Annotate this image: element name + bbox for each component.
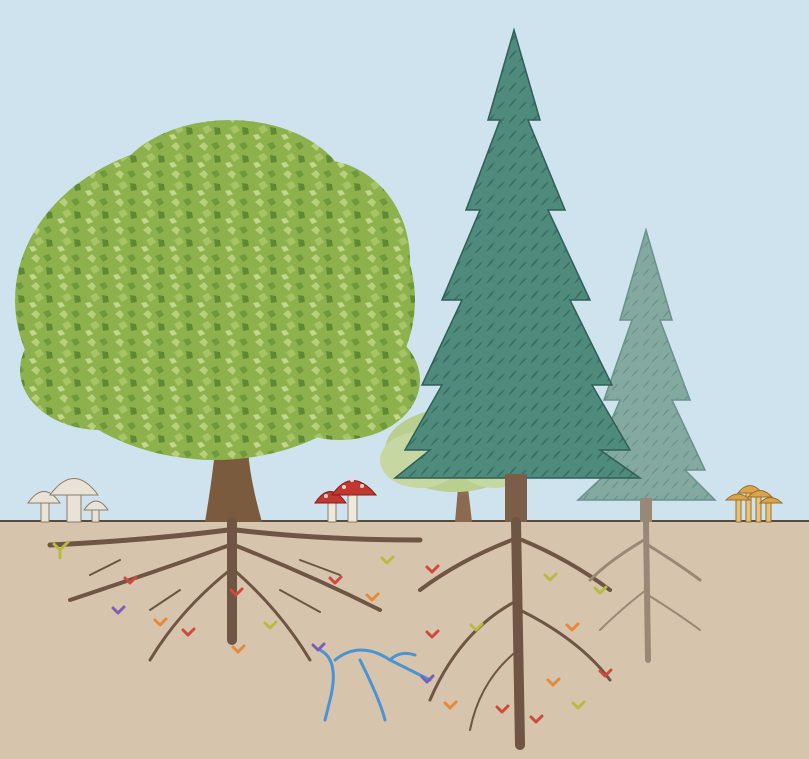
soil [0, 520, 809, 759]
